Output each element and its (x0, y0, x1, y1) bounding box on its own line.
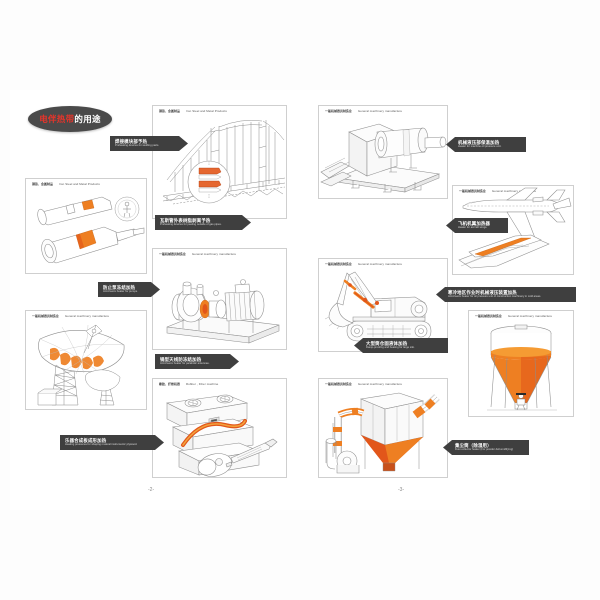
pipes-illustration (37, 196, 145, 264)
caption-parabolic-antenna: 锅型天线防冻结加热 Anti-freeze heater for parabol… (155, 354, 239, 369)
aircraft-illustration (458, 187, 572, 269)
page-title-red: 电伴热带 (39, 114, 75, 124)
pump-illustration (166, 279, 280, 344)
dustcollector-illustration (325, 392, 440, 474)
page-number-left: -2- (148, 487, 155, 493)
antenna-illustration (37, 324, 125, 406)
page-number-right: -3- (398, 487, 405, 493)
silo-illustration (487, 324, 557, 411)
bridge-illustration (162, 120, 286, 205)
caption-machine-oil: 机械液压部保温加热 Heater for machine oil pressur… (446, 137, 526, 152)
caption-aircraft-wings: 飞机机翼加热器 Heater for aircraft wings. (446, 218, 508, 233)
caption-welding-parts: 焊接模块部予热 Preheating devices for welding p… (110, 136, 188, 151)
caption-large-silo: 大型筒仓固液体加热 Damp-proofing and heating for … (354, 338, 448, 353)
caption-dust-collector: 集尘筒（除湿用） Dust collector heater (For powd… (443, 440, 529, 455)
hydraulic-illustration (320, 123, 447, 193)
caption-cold-areas: 寒冷地区作业时机械液压装置加热 Anti-freeze heater for o… (436, 287, 576, 302)
excavator-illustration (324, 271, 432, 342)
page-title-dark: 的用途 (74, 114, 101, 124)
page-title-badge: 电伴热带 的用途 (28, 106, 112, 132)
caption-musical-instruments: 乐器合成板成形加热 Heating pressures for shaping … (60, 435, 164, 450)
caption-pumps-antifreeze: 防止泵冻结加热 Anti-freeze heater for pumps. (98, 282, 160, 297)
caption-gas-pipes: 瓦斯管外表树脂剥离予热 Preheating devices for peeli… (155, 215, 251, 230)
guitar-press-illustration (166, 394, 278, 477)
